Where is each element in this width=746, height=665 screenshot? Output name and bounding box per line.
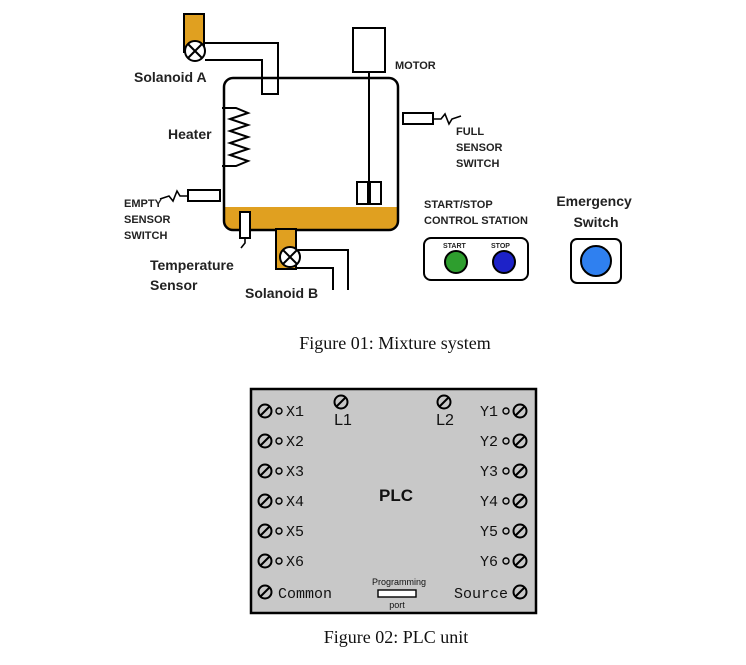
input-contact-dot-x6 <box>275 557 283 565</box>
solenoid-a-label: Solanoid A <box>134 69 207 85</box>
stop-label: STOP <box>491 243 510 250</box>
emergency-switch-label: Emergency Switch <box>556 193 635 230</box>
common-screw-terminal[interactable] <box>257 584 273 600</box>
terminal-l1-label: L1 <box>334 412 352 429</box>
output-label-y1: Y1 <box>480 404 498 421</box>
mixture-system: Solanoid A Solanoid B Heater <box>124 13 635 353</box>
output-label-y3: Y3 <box>480 464 498 481</box>
input-label-x2: X2 <box>286 434 304 451</box>
full-sensor-label: FULL SENSOR SWITCH <box>456 126 506 170</box>
output-screw-terminal-y4-slot <box>514 495 526 507</box>
input-label-x1: X1 <box>286 404 304 421</box>
stirrer-paddle-icon <box>356 181 382 205</box>
input-screw-terminal-x5-slot <box>259 525 271 537</box>
input-contact-dot-x2 <box>275 437 283 445</box>
terminal-l2-label: L2 <box>436 412 454 429</box>
output-contact-dot-y6 <box>502 557 510 565</box>
output-screw-terminal-y1[interactable] <box>512 403 528 419</box>
programming-port[interactable] <box>377 589 417 598</box>
source-screw-terminal[interactable] <box>512 584 528 600</box>
l2-screw-terminal[interactable] <box>436 394 452 410</box>
plc-body <box>249 387 538 615</box>
input-label-x5: X5 <box>286 524 304 541</box>
output-screw-terminal-y5[interactable] <box>512 523 528 539</box>
output-label-y2: Y2 <box>480 434 498 451</box>
output-label-y5: Y5 <box>480 524 498 541</box>
motor-icon <box>352 27 386 182</box>
temperature-sensor-label: Temperature Sensor <box>150 257 238 293</box>
output-screw-terminal-y2[interactable] <box>512 433 528 449</box>
heater-coil-icon <box>222 107 252 167</box>
output-label-y6: Y6 <box>480 554 498 571</box>
input-screw-terminal-x6-slot <box>259 555 271 567</box>
output-label-y4: Y4 <box>480 494 498 511</box>
output-screw-terminal-y1-slot <box>514 405 526 417</box>
empty-sensor-label: EMPTY SENSOR SWITCH <box>124 198 174 242</box>
input-label-x6: X6 <box>286 554 304 571</box>
input-contact-dot-x4 <box>275 497 283 505</box>
output-screw-terminal-y3-slot <box>514 465 526 477</box>
output-contact-dot-y2 <box>502 437 510 445</box>
output-screw-terminal-y3[interactable] <box>512 463 528 479</box>
input-screw-terminal-x3-slot <box>259 465 271 477</box>
input-screw-terminal-x2-slot <box>259 435 271 447</box>
common-terminal-label: Common <box>278 586 332 603</box>
control-station-label: START/STOP CONTROL STATION <box>424 199 528 227</box>
common-screw-terminal-slot <box>259 586 271 598</box>
input-screw-terminal-x5[interactable] <box>257 523 273 539</box>
programming-port-sublabel: port <box>389 600 405 610</box>
emergency-button[interactable] <box>580 245 612 277</box>
input-screw-terminal-x3[interactable] <box>257 463 273 479</box>
output-screw-terminal-y2-slot <box>514 435 526 447</box>
heater-label: Heater <box>168 126 212 142</box>
output-contact-dot-y4 <box>502 497 510 505</box>
solenoid-b-valve-icon <box>279 246 301 268</box>
source-terminal-label: Source <box>454 586 508 603</box>
stop-button[interactable] <box>492 250 516 274</box>
input-screw-terminal-x2[interactable] <box>257 433 273 449</box>
input-label-x3: X3 <box>286 464 304 481</box>
output-screw-terminal-y6[interactable] <box>512 553 528 569</box>
temperature-sensor-icon <box>239 211 251 249</box>
output-contact-dot-y3 <box>502 467 510 475</box>
input-screw-terminal-x1-slot <box>259 405 271 417</box>
start-button[interactable] <box>444 250 468 274</box>
input-screw-terminal-x6[interactable] <box>257 553 273 569</box>
plc-title: PLC <box>379 486 413 505</box>
source-screw-terminal-slot <box>514 586 526 598</box>
solenoid-a-valve-icon <box>184 40 206 62</box>
output-screw-terminal-y5-slot <box>514 525 526 537</box>
input-screw-terminal-x4-slot <box>259 495 271 507</box>
input-screw-terminal-x1[interactable] <box>257 403 273 419</box>
full-sensor-switch-icon <box>402 112 462 126</box>
output-screw-terminal-y4[interactable] <box>512 493 528 509</box>
l2-screw-terminal-slot <box>438 396 450 408</box>
programming-port-label: Programming <box>372 577 426 587</box>
input-screw-terminal-x4[interactable] <box>257 493 273 509</box>
output-contact-dot-y1 <box>502 407 510 415</box>
output-screw-terminal-y6-slot <box>514 555 526 567</box>
input-contact-dot-x5 <box>275 527 283 535</box>
output-contact-dot-y5 <box>502 527 510 535</box>
figure-01-caption: Figure 01: Mixture system <box>299 333 491 353</box>
start-label: START <box>443 243 467 250</box>
input-contact-dot-x3 <box>275 467 283 475</box>
input-label-x4: X4 <box>286 494 304 511</box>
solenoid-b-label: Solanoid B <box>245 285 318 301</box>
figure-02-caption: Figure 02: PLC unit <box>324 627 469 647</box>
empty-sensor-switch-icon <box>159 189 221 203</box>
l1-screw-terminal-slot <box>335 396 347 408</box>
input-contact-dot-x1 <box>275 407 283 415</box>
l1-screw-terminal[interactable] <box>333 394 349 410</box>
motor-label: MOTOR <box>395 60 436 72</box>
